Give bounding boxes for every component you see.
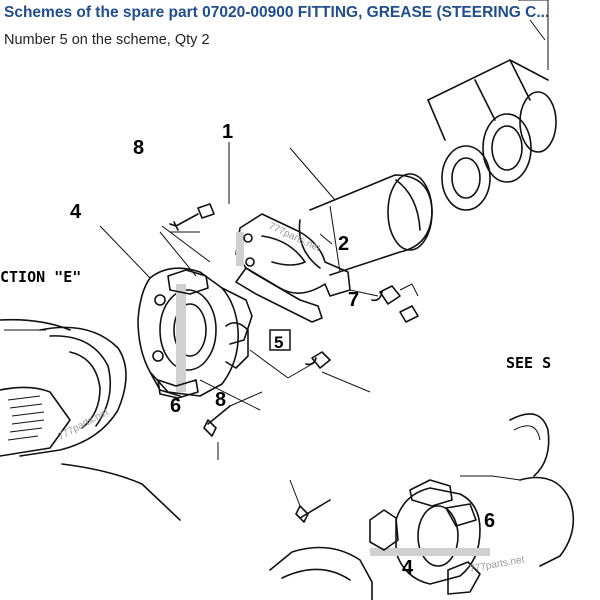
callout-8-mid: 8	[215, 389, 226, 411]
grease-fitting-part-7	[349, 283, 419, 323]
callout-7: 7	[348, 289, 359, 311]
sleeve-part-2	[298, 173, 433, 276]
callout-4-bottom: 4	[402, 557, 414, 579]
leader-lines	[99, 142, 336, 279]
bolts-part-8	[161, 203, 331, 523]
seal-rings-group	[427, 59, 557, 211]
page-subtitle: Number 5 on the scheme, Qty 2	[4, 32, 210, 48]
grease-fitting-part-5	[249, 349, 371, 393]
callout-5-box	[269, 329, 291, 351]
page-title: Schemes of the spare part 07020-00900 FI…	[4, 4, 550, 21]
right-edge-parts	[509, 0, 550, 477]
housing-part-4	[137, 267, 261, 411]
see-reference: SEE S	[506, 354, 551, 372]
lower-housing-assembly	[269, 475, 575, 600]
axle-tube-section-e	[0, 318, 181, 521]
callout-2: 2	[338, 233, 349, 255]
clamp-part	[235, 213, 351, 323]
callout-5: 5	[274, 333, 283, 352]
section-e-reference: CTION "E"	[0, 268, 81, 286]
callout-4-top: 4	[70, 201, 82, 223]
callout-1: 1	[222, 121, 233, 143]
callout-6-top: 6	[170, 395, 181, 417]
watermark: 777parts.net	[469, 554, 526, 575]
callout-6-bottom: 6	[484, 510, 495, 532]
callout-8-top: 8	[133, 137, 144, 159]
